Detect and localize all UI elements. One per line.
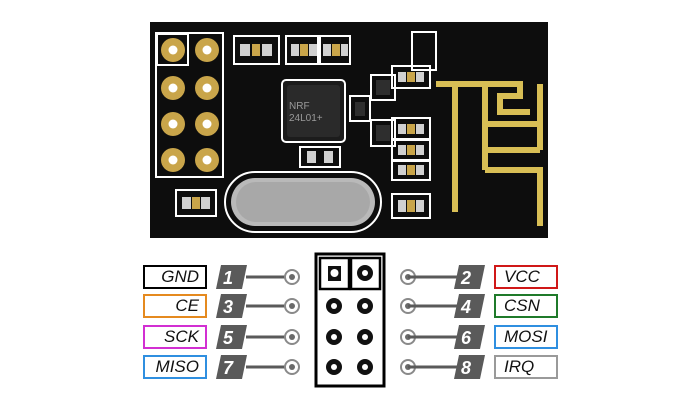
- header-outline: [155, 32, 224, 178]
- header-pin1-square: [318, 256, 351, 291]
- pin-number-1: 1: [223, 268, 233, 288]
- pad-pin4: [195, 76, 219, 100]
- pin-label-sck: SCK: [143, 325, 207, 349]
- pin-label-gnd: GND: [143, 265, 207, 289]
- module-header-pads: [155, 32, 224, 178]
- pin1-square-outline: [156, 33, 189, 66]
- smd-resistors-top: [240, 44, 348, 56]
- pin-tab-1: 1: [216, 265, 300, 289]
- smd-parts-fill: [182, 72, 424, 212]
- pin-tab-3: 3: [216, 294, 300, 318]
- pin-tab-5: 5: [216, 325, 300, 349]
- pin-label-irq-text: IRQ: [504, 357, 535, 376]
- nrf-chip: NRF 24L01+: [281, 79, 346, 143]
- pin-number-2: 2: [460, 268, 471, 288]
- header-pin2-square: [349, 256, 382, 291]
- pin-label-ce: CE: [143, 294, 207, 318]
- pin-label-miso: MISO: [143, 355, 207, 379]
- pin-label-gnd-text: GND: [161, 267, 199, 286]
- pin-label-csn: CSN: [494, 294, 558, 318]
- pin-label-sck-text: SCK: [164, 327, 199, 346]
- pin-tab-2: 2: [400, 265, 485, 289]
- pad-pin7: [161, 148, 185, 172]
- pin-number-3: 3: [223, 297, 233, 317]
- pin-number-6: 6: [461, 328, 472, 348]
- chip-label-line2: 24L01+: [289, 113, 323, 124]
- right-pin-tabs: 2 4 6 8: [400, 265, 485, 379]
- pin-label-vcc: VCC: [494, 265, 558, 289]
- pad-pin3: [161, 76, 185, 100]
- pin-number-8: 8: [461, 358, 471, 378]
- header-pins: [326, 265, 373, 375]
- smd-components-middle: [175, 65, 431, 219]
- pad-pin1: [161, 38, 185, 62]
- pin-label-csn-text: CSN: [504, 296, 540, 315]
- pinout-header: [314, 252, 386, 388]
- pad-pin6: [195, 112, 219, 136]
- pin-number-7: 7: [223, 358, 234, 378]
- pad-pin8: [195, 148, 219, 172]
- pin-number-4: 4: [460, 297, 471, 317]
- pin-label-mosi-text: MOSI: [504, 327, 548, 346]
- chip-label-line1: NRF: [289, 101, 310, 112]
- pin-label-miso-text: MISO: [155, 357, 199, 376]
- pin-tab-7: 7: [216, 355, 300, 379]
- pin-tab-6: 6: [400, 325, 485, 349]
- pin-number-5: 5: [223, 328, 234, 348]
- pin-tab-8: 8: [400, 355, 485, 379]
- nrf24l01-module: NRF 24L01+: [150, 22, 548, 238]
- left-pin-tabs: 1 3 5 7: [216, 265, 300, 379]
- pad-pin5: [161, 112, 185, 136]
- pad-pin2: [195, 38, 219, 62]
- pin-label-ce-text: CE: [175, 296, 199, 315]
- pin-label-mosi: MOSI: [494, 325, 558, 349]
- pcb-antenna: [436, 81, 543, 226]
- smd-components-top: [233, 31, 437, 71]
- crystal-oscillator: [224, 171, 382, 233]
- pin-label-vcc-text: VCC: [504, 267, 540, 286]
- pin-tab-4: 4: [400, 294, 485, 318]
- pin-label-irq: IRQ: [494, 355, 558, 379]
